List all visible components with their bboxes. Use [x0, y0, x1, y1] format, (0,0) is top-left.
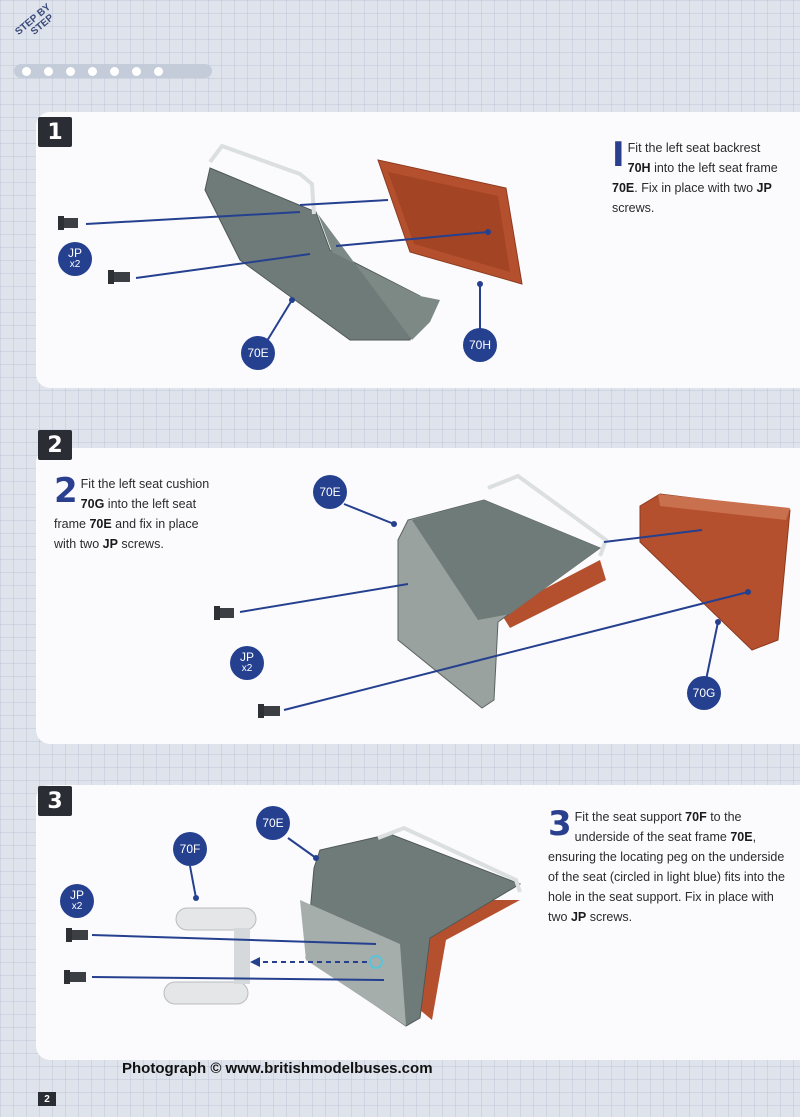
step-3-text-c: , ensuring the locating peg on the under…: [548, 830, 785, 924]
screw-step3-b: [64, 970, 86, 984]
step-1-text-d: screws.: [612, 201, 655, 215]
step-3-text-b: to the underside of the seat frame: [574, 810, 742, 844]
step-1-text-c: . Fix in place with two: [634, 181, 754, 195]
seat-support-70f: [163, 907, 257, 1005]
step-1-part-ref-b: 70E: [612, 181, 635, 195]
step-1-number: 1: [38, 117, 72, 147]
step-1-part-ref-a: 70H: [627, 161, 651, 175]
step-3-text-d: screws.: [589, 910, 633, 924]
step-3-number: 3: [38, 786, 72, 816]
step-3-text-a: Fit the seat support: [574, 810, 682, 824]
photo-credit-watermark: Photograph © www.britishmodelbuses.com: [122, 1060, 433, 1077]
step-1-text-a: Fit the left seat backrest: [627, 141, 761, 155]
step-3-part-ref-a: 70F: [685, 810, 707, 824]
step-1-illustration: [58, 143, 523, 355]
screw-step1-b: [108, 270, 130, 284]
step-3-big-number: 3: [548, 804, 572, 844]
step-2-illustration: [214, 473, 791, 718]
step-3-part-ref-b: 70E: [730, 830, 753, 844]
step-1-part-70e-tag: 70E: [241, 336, 275, 370]
progress-dots: [14, 64, 212, 78]
step-1-text-b: into the left seat frame: [654, 161, 778, 175]
screw-step1-a: [58, 216, 78, 230]
screw-step3-a: [66, 928, 88, 942]
step-3-part-70e-tag: 70E: [256, 806, 290, 840]
step-2-part-70e-tag: 70E: [313, 475, 347, 509]
step-2-text-b: into the left seat frame: [54, 497, 197, 531]
step-2-part-70g-tag: 70G: [687, 676, 721, 710]
step-1-instruction: I Fit the left seat backrest 70H into th…: [612, 138, 782, 218]
seat-frame-70e-step1: [204, 167, 421, 341]
step-3-illustration: [64, 825, 522, 1027]
step-2-number: 2: [38, 430, 72, 460]
step-2-text-a: Fit the left seat cushion: [80, 477, 210, 491]
screw-step2-a: [214, 606, 234, 620]
screw-step2-b: [258, 704, 280, 718]
step-1-big-number: I: [612, 135, 625, 175]
step-3-screw-ref: JP: [570, 910, 587, 924]
page-number: 2: [38, 1092, 56, 1106]
step-2-part-ref-b: 70E: [89, 517, 112, 531]
step-1-part-70h-tag: 70H: [463, 328, 497, 362]
step-2-text-d: screws.: [121, 537, 164, 551]
step-2-instruction: 2 Fit the left seat cushion 70G into the…: [54, 474, 224, 554]
step-2-big-number: 2: [54, 471, 78, 511]
seat-handle-step1: [208, 143, 316, 215]
step-3-part-70f-tag: 70F: [173, 832, 207, 866]
step-3-instruction: 3 Fit the seat support 70F to the unders…: [548, 807, 788, 927]
step-2-part-ref-a: 70G: [80, 497, 105, 511]
step-2-text-c: and fix in place with two: [54, 517, 199, 551]
step-2-screw-ref: JP: [102, 537, 118, 551]
step-1-screw-ref: JP: [756, 181, 772, 195]
